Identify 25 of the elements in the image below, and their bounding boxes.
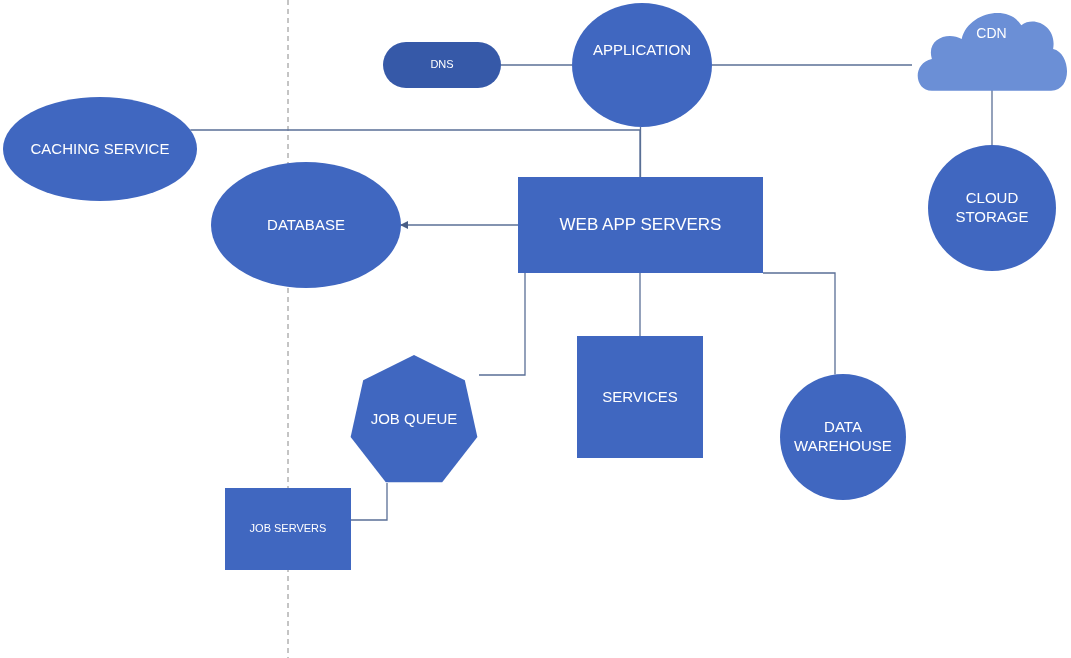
node-label: DATA WAREHOUSE (793, 418, 893, 456)
heptagon-shape (349, 355, 479, 483)
connector-line (350, 482, 388, 521)
node-label: CLOUD STORAGE (954, 189, 1030, 227)
pill-shape (383, 42, 501, 88)
arrow (400, 221, 519, 229)
node-label: WEB APP SERVERS (558, 214, 723, 236)
node-label: JOB QUEUE (369, 409, 459, 429)
square-box (577, 336, 703, 458)
node-label: DATABASE (266, 215, 346, 235)
node-label: JOB SERVERS (248, 522, 328, 536)
node-label: DNS (429, 58, 455, 72)
connector-line (189, 129, 641, 178)
rectangle-box (518, 177, 763, 273)
connector-line (478, 272, 526, 376)
connector-line (639, 272, 641, 337)
node-label: CDN (975, 25, 1008, 43)
node-label: APPLICATION (591, 41, 693, 60)
connector-line (711, 64, 913, 66)
rectangle-box (225, 488, 351, 570)
connector-line (762, 272, 836, 376)
node-label: SERVICES (601, 387, 679, 407)
connector-line (991, 89, 993, 146)
node-label: CACHING SERVICE (29, 139, 171, 159)
connector-line (500, 64, 573, 66)
